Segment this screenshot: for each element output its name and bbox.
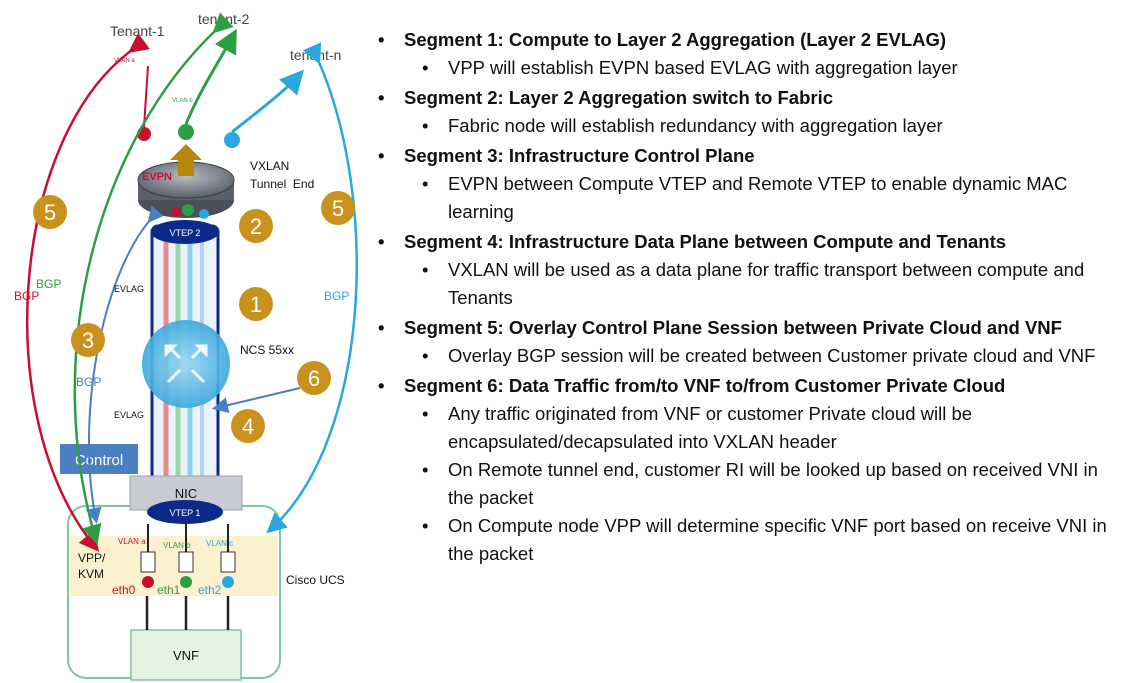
marker-3-text: 3 — [82, 328, 94, 353]
marker-1-text: 1 — [250, 292, 262, 317]
port-eth1 — [178, 551, 194, 573]
vtep-top-label: VTEP 2 — [170, 228, 201, 238]
vpp-kvm-label-1: VPP/ — [78, 551, 106, 565]
bgp-left-green-label: BGP — [36, 277, 61, 291]
vnf-label: VNF — [173, 648, 199, 663]
segment-title: Segment 1: Compute to Layer 2 Aggregatio… — [378, 26, 1123, 54]
segment-detail: Fabric node will establish redundancy wi… — [378, 112, 1123, 140]
segment-detail: Any traffic originated from VNF or custo… — [378, 400, 1123, 456]
evpn-label: EVPN — [142, 171, 172, 183]
network-diagram: NIC VTEP 2 VTEP 1 VLAN a VLAN b VLAN c e… — [14, 11, 358, 681]
eth1-label: eth1 — [157, 583, 181, 597]
bgp-right-label: BGP — [324, 289, 349, 303]
segment-title: Segment 5: Overlay Control Plane Session… — [378, 314, 1123, 342]
segment-detail: Overlay BGP session will be created betw… — [378, 342, 1123, 370]
ncs-label: NCS 55xx — [240, 343, 294, 357]
segment-4: Segment 4: Infrastructure Data Plane bet… — [378, 228, 1123, 312]
marker-3: 3 — [71, 323, 105, 357]
segment-title: Segment 6: Data Traffic from/to VNF to/f… — [378, 372, 1123, 400]
eth2-label: eth2 — [198, 583, 222, 597]
evlag-bottom-label: EVLAG — [114, 410, 144, 420]
marker-2-text: 2 — [250, 214, 262, 239]
segment-2: Segment 2: Layer 2 Aggregation switch to… — [378, 84, 1123, 140]
evlag-top-label: EVLAG — [114, 284, 144, 294]
tenantn-label: tenant-n — [290, 47, 341, 63]
bgp-blue-arrow — [266, 42, 358, 534]
marker-4-text: 4 — [242, 414, 254, 439]
segment-5: Segment 5: Overlay Control Plane Session… — [378, 314, 1123, 370]
nic-label: NIC — [175, 486, 197, 501]
segment-detail: VPP will establish EVPN based EVLAG with… — [378, 54, 1123, 82]
segment-detail: VXLAN will be used as a data plane for t… — [378, 256, 1123, 312]
port-eth2 — [220, 551, 236, 573]
port-eth0 — [140, 551, 156, 573]
segment-list: Segment 1: Compute to Layer 2 Aggregatio… — [378, 26, 1123, 568]
tenant2-dot — [178, 124, 194, 140]
marker-4: 4 — [231, 409, 265, 443]
segment6-pointer — [212, 387, 301, 414]
segment-3: Segment 3: Infrastructure Control PlaneE… — [378, 142, 1123, 226]
cisco-ucs-label: Cisco UCS — [286, 573, 345, 587]
segment-detail: On Compute node VPP will determine speci… — [378, 512, 1123, 568]
tenantn-dot — [224, 132, 240, 148]
segment-1: Segment 1: Compute to Layer 2 Aggregatio… — [378, 26, 1123, 82]
marker-2: 2 — [239, 209, 273, 243]
tenant2-label: tenant-2 — [198, 11, 250, 27]
marker-5-right: 5 — [321, 191, 355, 225]
tenant1-label: Tenant-1 — [110, 23, 165, 39]
marker-6: 6 — [297, 361, 331, 395]
bgp-left-red-label: BGP — [14, 289, 39, 303]
control-label: Control — [75, 452, 123, 469]
segment-title: Segment 4: Infrastructure Data Plane bet… — [378, 228, 1123, 256]
segment-title: Segment 2: Layer 2 Aggregation switch to… — [378, 84, 1123, 112]
bgp-mid-label: BGP — [76, 375, 101, 389]
vlan-red-label: VLAN a — [118, 537, 146, 546]
tunnel-end-label: Tunnel End — [250, 177, 314, 191]
marker-6-text: 6 — [308, 366, 320, 391]
marker-1: 1 — [239, 287, 273, 321]
vlan-blue-label: VLAN c — [206, 539, 233, 548]
vtep-bottom-label: VTEP 1 — [170, 508, 201, 518]
segment-title: Segment 3: Infrastructure Control Plane — [378, 142, 1123, 170]
marker-5-left-text: 5 — [44, 200, 56, 225]
eth0-label: eth0 — [112, 583, 136, 597]
ncs-switch — [142, 320, 230, 408]
segment-detail: EVPN between Compute VTEP and Remote VTE… — [378, 170, 1123, 226]
vpp-kvm-label-2: KVM — [78, 567, 104, 581]
marker-5-right-text: 5 — [332, 196, 344, 221]
bgp-steel-arrow — [85, 205, 164, 524]
marker-5-left: 5 — [33, 195, 67, 229]
vlan-green-label: VLAN b — [163, 541, 191, 550]
segment-detail: On Remote tunnel end, customer RI will b… — [378, 456, 1123, 512]
segment-6: Segment 6: Data Traffic from/to VNF to/f… — [378, 372, 1123, 568]
vxlan-label: VXLAN — [250, 159, 289, 173]
vnf-box — [130, 629, 242, 681]
vlan-b-label: VLAN b — [172, 98, 193, 104]
